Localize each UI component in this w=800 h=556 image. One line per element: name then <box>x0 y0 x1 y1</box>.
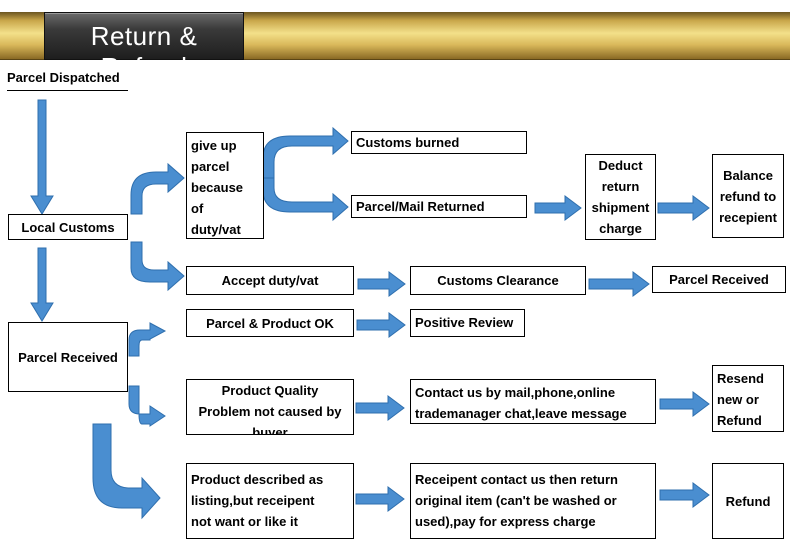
node-deduct: Deduct return shipment charge <box>585 154 656 240</box>
node-parcel-returned: Parcel/Mail Returned <box>351 195 527 218</box>
node-local-customs: Local Customs <box>8 214 128 240</box>
node-positive-review: Positive Review <box>410 309 525 337</box>
node-balance: Balance refund to recepient <box>712 154 784 238</box>
arrow-contact-to-resend <box>659 391 710 417</box>
node-give-up: give up parcel because of duty/vat <box>186 132 264 239</box>
arrow-received-to-ok <box>128 322 167 357</box>
arrow-clearance-to-received <box>588 271 650 297</box>
node-described-listing: Product described as listing,but receipe… <box>186 463 354 539</box>
arrow-received-to-quality <box>128 385 166 427</box>
arrow-deduct-to-balance <box>657 195 710 221</box>
node-quality-problem: Product Quality Problem not caused by bu… <box>186 379 354 435</box>
node-customs-burned: Customs burned <box>351 131 527 154</box>
arrow-returned-to-deduct <box>534 195 582 221</box>
arrow-giveup-to-burned <box>262 126 349 179</box>
node-customs-clearance: Customs Clearance <box>410 266 586 295</box>
node-contact-us: Contact us by mail,phone,online trademan… <box>410 379 656 424</box>
node-parcel-received-left: Parcel Received <box>8 322 128 392</box>
arrow-described-to-contact <box>355 486 405 512</box>
arrow-received-to-described <box>92 423 161 520</box>
node-refund: Refund <box>712 463 784 539</box>
header-tab: Return & Refund <box>44 12 244 82</box>
arrow-customs-to-accept <box>130 241 185 292</box>
arrow-quality-to-contact <box>355 395 405 421</box>
arrow-customs-to-giveup <box>130 162 185 215</box>
arrow-contact-to-refund <box>659 482 710 508</box>
page-title: Return & Refund <box>90 21 198 82</box>
arrow-customs-to-received <box>30 247 54 322</box>
arrow-giveup-to-returned <box>262 177 349 222</box>
node-parcel-received-top: Parcel Received <box>652 266 786 293</box>
node-accept-duty: Accept duty/vat <box>186 266 354 295</box>
node-parcel-dispatched: Parcel Dispatched <box>7 70 128 91</box>
node-receipent-contact: Receipent contact us then return origina… <box>410 463 656 539</box>
arrow-accept-to-clearance <box>357 271 406 297</box>
node-resend: Resend new or Refund <box>712 365 784 432</box>
node-parcel-product-ok: Parcel & Product OK <box>186 309 354 337</box>
arrow-dispatched-to-customs <box>30 99 54 215</box>
arrow-ok-to-review <box>356 312 406 338</box>
